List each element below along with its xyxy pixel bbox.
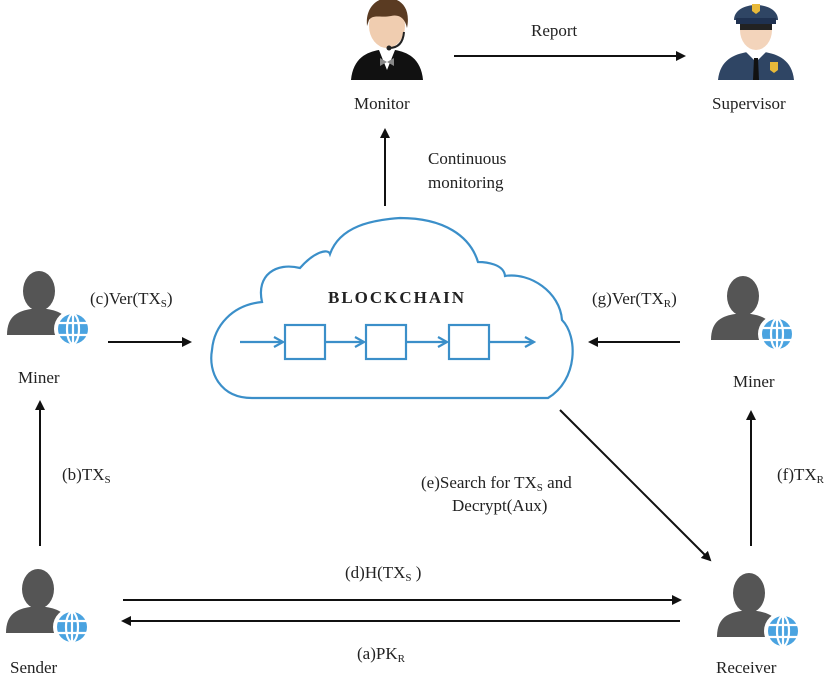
miner-right-icon	[709, 274, 798, 355]
edge-e-label-line2: Decrypt(Aux)	[452, 496, 548, 515]
arrow-e	[559, 409, 712, 562]
miner-left-icon	[5, 269, 94, 350]
receiver-label: Receiver	[716, 658, 777, 677]
edge-e-label-line1: (e)Search for TXS and	[421, 473, 572, 494]
edge-b-label: (b)TXS	[62, 465, 111, 486]
monitor-label: Monitor	[354, 94, 410, 113]
miner-left-label: Miner	[18, 368, 60, 387]
blockchain-chain	[240, 323, 534, 361]
edge-d-label: (d)H(TXS )	[345, 563, 422, 584]
edge-g-label: (g)Ver(TXR)	[592, 289, 677, 310]
receiver-icon	[715, 571, 804, 652]
edge-c-label: (c)Ver(TXS)	[90, 289, 173, 310]
report-label: Report	[531, 21, 578, 40]
blockchain-title: BLOCKCHAIN	[328, 288, 467, 307]
supervisor-icon	[718, 4, 794, 80]
edge-a-label: (a)PKR	[357, 644, 405, 665]
miner-right-label: Miner	[733, 372, 775, 391]
continuous-label-line1: Continuous	[428, 149, 507, 168]
block-1	[283, 323, 327, 361]
monitor-icon	[351, 0, 423, 80]
blockchain-cloud	[210, 216, 574, 400]
continuous-label-line2: monitoring	[428, 173, 504, 192]
supervisor-label: Supervisor	[712, 94, 786, 113]
block-3	[447, 323, 491, 361]
edge-f-label: (f)TXR	[777, 465, 824, 486]
sender-icon	[4, 567, 93, 648]
sender-label: Sender	[10, 658, 58, 677]
block-2	[364, 323, 408, 361]
